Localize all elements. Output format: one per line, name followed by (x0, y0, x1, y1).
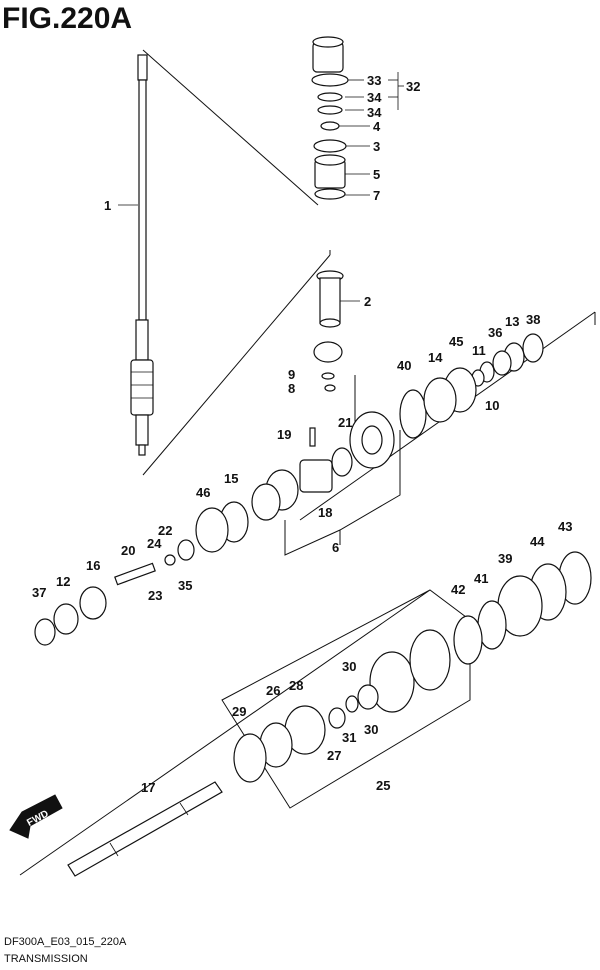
callout-13: 13 (505, 314, 519, 329)
callout-30b: 30 (364, 722, 378, 737)
drive-shaft (130, 54, 154, 456)
callout-12: 12 (56, 574, 70, 589)
callout-7: 7 (373, 188, 380, 203)
callout-15: 15 (224, 471, 238, 486)
callout-5: 5 (373, 167, 380, 182)
lower-bearing-set (453, 551, 592, 665)
figure-code: DF300A_E03_015_220A (4, 936, 127, 948)
callout-40: 40 (397, 358, 411, 373)
forward-gear (309, 389, 427, 477)
callout-leaders (118, 72, 404, 302)
clutch-dog (251, 459, 333, 521)
callout-42: 42 (451, 582, 465, 597)
fwd-arrow: FWD (9, 794, 63, 839)
callout-19: 19 (277, 427, 291, 442)
callout-45: 45 (449, 334, 463, 349)
figure-title: FIG.220A (2, 2, 132, 35)
callout-31: 31 (342, 730, 356, 745)
reverse-housing (233, 629, 451, 783)
callout-3: 3 (373, 139, 380, 154)
callout-25: 25 (376, 778, 390, 793)
callout-33: 33 (367, 73, 381, 88)
callout-32: 32 (406, 79, 420, 94)
callout-29: 29 (232, 704, 246, 719)
callout-2: 2 (364, 294, 371, 309)
callout-20: 20 (121, 543, 135, 558)
callout-34a: 34 (367, 90, 382, 105)
callout-23: 23 (148, 588, 162, 603)
callout-26: 26 (266, 683, 280, 698)
callout-30a: 30 (342, 659, 356, 674)
sleeve (316, 270, 344, 328)
callout-1: 1 (104, 198, 111, 213)
callout-11: 11 (472, 343, 486, 358)
callout-6: 6 (332, 540, 339, 555)
callout-4: 4 (373, 119, 381, 134)
callout-39: 39 (498, 551, 512, 566)
callout-27: 27 (327, 748, 341, 763)
upper-bearing-stack (311, 36, 349, 200)
propeller-shaft (67, 781, 223, 877)
callout-10: 10 (485, 398, 499, 413)
pinion-gear (313, 341, 343, 392)
callout-22: 22 (158, 523, 172, 538)
callout-44: 44 (530, 534, 545, 549)
callout-18: 18 (318, 505, 332, 520)
callout-34b: 34 (367, 105, 382, 120)
callout-numbers: 1 2 3 4 5 6 7 8 9 10 11 12 13 14 15 16 1… (32, 73, 572, 795)
callout-35: 35 (178, 578, 192, 593)
callout-28: 28 (289, 678, 303, 693)
callout-8: 8 (288, 381, 295, 396)
callout-16: 16 (86, 558, 100, 573)
callout-36: 36 (488, 325, 502, 340)
callout-14: 14 (428, 350, 443, 365)
figure-name: TRANSMISSION (4, 953, 88, 965)
callout-43: 43 (558, 519, 572, 534)
callout-17: 17 (141, 780, 155, 795)
callout-41: 41 (474, 571, 488, 586)
callout-9: 9 (288, 367, 295, 382)
callout-37: 37 (32, 585, 46, 600)
right-ring-set (423, 333, 544, 423)
callout-21: 21 (338, 415, 352, 430)
callout-24: 24 (147, 536, 162, 551)
callout-38: 38 (526, 312, 540, 327)
assembly-outline-lines (19, 49, 596, 876)
reverse-gear-parts (34, 501, 249, 646)
callout-46: 46 (196, 485, 210, 500)
